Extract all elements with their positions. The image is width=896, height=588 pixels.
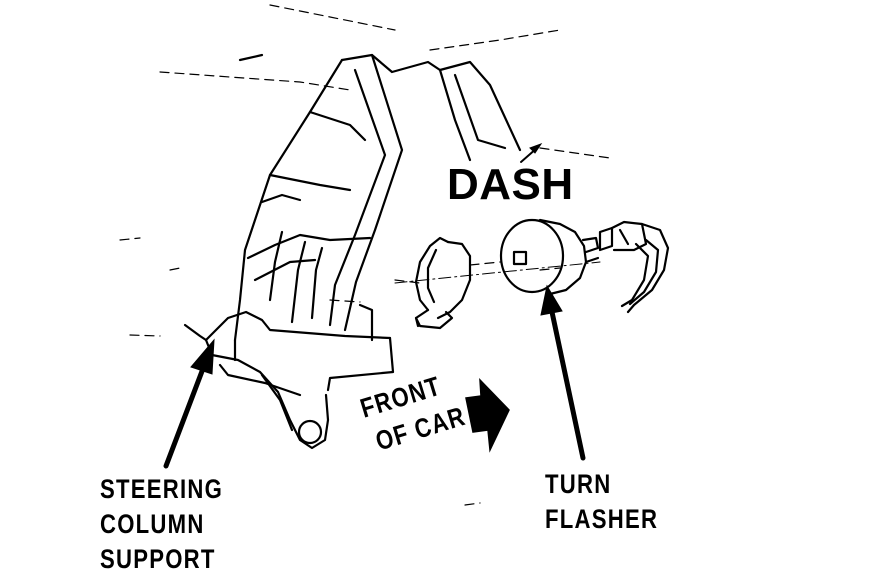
assembly-axis-line [394,261,601,284]
steering-column-support-label-line-1: STEERING [100,474,224,504]
turn-flasher-label-line-2: FLASHER [545,504,659,534]
flasher-mounting-clip [414,236,472,330]
steering-column-support-label-line-2: COLUMN [100,509,205,539]
dash-label: DASH [447,160,574,209]
leader-arrows [163,143,586,469]
steering-column-support-bracket [183,53,522,450]
steering-column-support-label: STEERING COLUMN SUPPORT [100,472,223,577]
turn-flasher-label: TURN FLASHER [545,467,658,537]
turn-flasher-label-line-1: TURN [545,469,612,499]
turn-flasher-can [499,218,600,296]
steering-column-support-label-line-3: SUPPORT [100,544,216,574]
flasher-connector-and-wires [598,220,670,314]
